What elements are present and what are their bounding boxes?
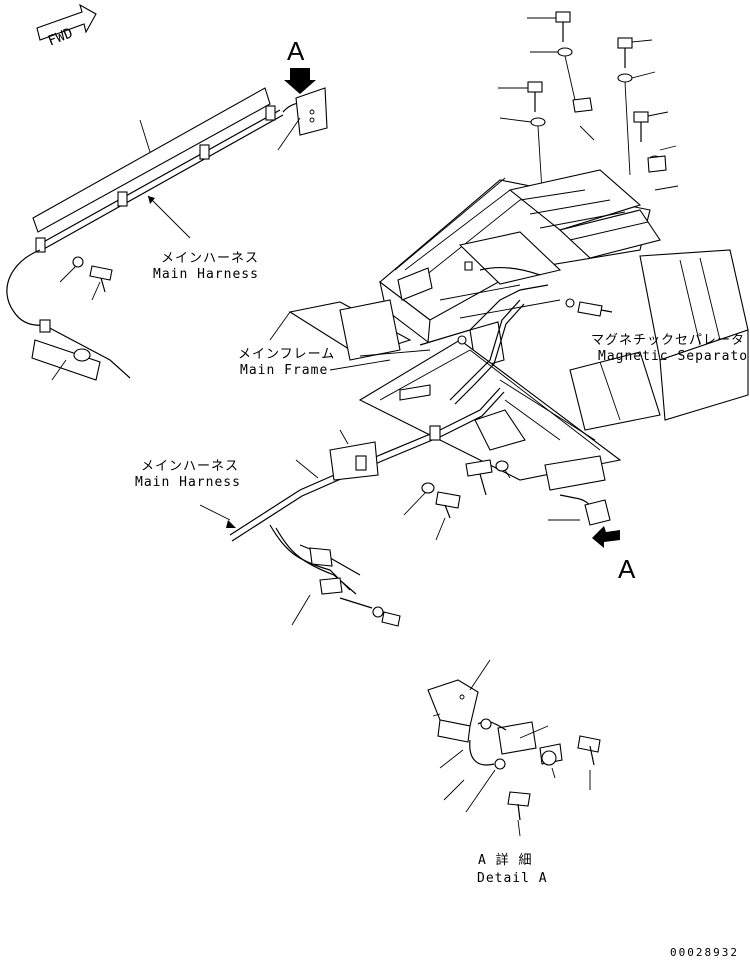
main-frame-label-en: Main Frame xyxy=(240,363,328,378)
view-a-label-top: A xyxy=(287,36,305,66)
upper-fastener-set xyxy=(498,11,679,241)
main-harness-top-label-jp: メインハーネス xyxy=(161,251,259,266)
main-frame-body xyxy=(269,169,749,491)
view-a-arrow-right-icon xyxy=(592,526,620,548)
main-harness-routing xyxy=(199,299,525,627)
view-a-label-right: A xyxy=(618,554,636,584)
left-harness-assembly xyxy=(6,87,328,381)
detail-a-caption-en: Detail A xyxy=(477,871,548,886)
fwd-arrow-icon: FWD xyxy=(36,3,97,50)
lower-fastener-set xyxy=(403,459,511,541)
magnetic-separator-label-jp: マグネチックセパレータ xyxy=(591,333,745,348)
part-number: 00028932 xyxy=(670,946,739,959)
view-a-arrow-top-icon xyxy=(284,68,316,94)
main-harness-top-label-en: Main Harness xyxy=(153,267,259,282)
connector-assembly-right xyxy=(548,494,611,526)
magnetic-separator-label-en: Magnetic Separator xyxy=(598,349,750,364)
main-harness-mid-label-jp: メインハーネス xyxy=(141,459,239,474)
detail-a-drawing xyxy=(427,659,601,837)
main-frame-label-jp: メインフレーム xyxy=(238,347,335,362)
main-harness-mid-label-en: Main Harness xyxy=(135,475,241,490)
detail-a-caption-jp: A 詳 細 xyxy=(478,852,532,868)
main-frame-leader-line xyxy=(329,359,391,371)
